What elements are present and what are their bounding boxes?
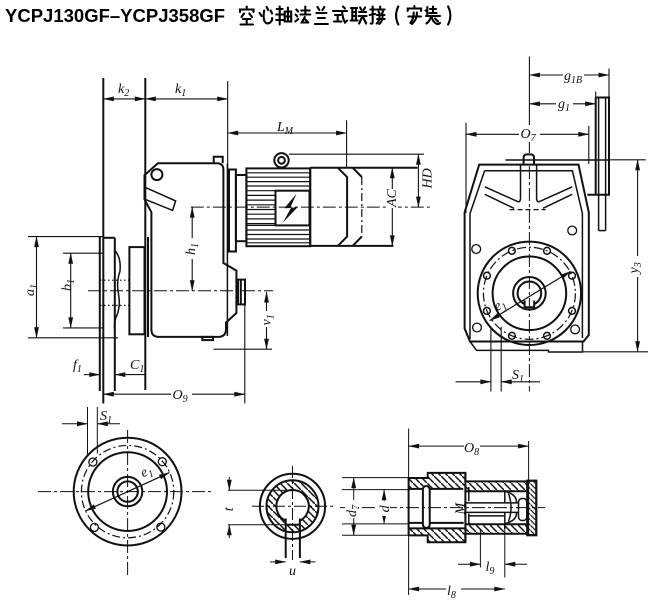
svg-text:f1: f1 <box>73 358 82 375</box>
svg-text:k1: k1 <box>175 82 186 99</box>
svg-text:C1: C1 <box>130 358 144 375</box>
svg-text:YCPJ130GF–YCPJ358GF: YCPJ130GF–YCPJ358GF <box>5 5 225 26</box>
svg-text:u: u <box>289 564 296 579</box>
svg-text:l9: l9 <box>486 560 495 577</box>
svg-text:k2: k2 <box>118 82 129 99</box>
svg-text:v1: v1 <box>260 314 277 325</box>
svg-text:l8: l8 <box>447 584 456 601</box>
svg-text:HD: HD <box>421 168 436 189</box>
svg-text:AC: AC <box>385 188 400 208</box>
svg-text:LM: LM <box>276 120 294 137</box>
svg-text:d: d <box>378 504 393 512</box>
svg-text:b1: b1 <box>60 279 77 291</box>
svg-text:e1: e1 <box>491 296 509 316</box>
svg-text:M: M <box>454 502 469 516</box>
svg-text:t: t <box>222 506 237 511</box>
svg-text:S1: S1 <box>100 409 112 426</box>
svg-text:a1: a1 <box>23 284 40 296</box>
svg-text:S1: S1 <box>512 368 524 385</box>
